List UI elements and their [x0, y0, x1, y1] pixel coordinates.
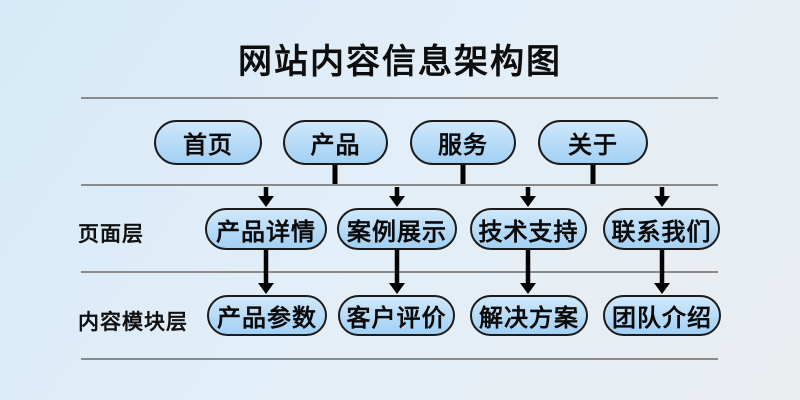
- node-services: 服务: [410, 120, 516, 165]
- node-label: 案例展示: [347, 218, 447, 246]
- node-label: 关于: [568, 132, 618, 159]
- node-solutions: 解决方案: [470, 295, 588, 336]
- node-label: 技术支持: [478, 218, 579, 246]
- node-contact-us: 联系我们: [603, 208, 720, 250]
- node-product-params: 产品参数: [207, 295, 327, 336]
- node-label: 团队介绍: [612, 305, 712, 332]
- separator-line-bottom: [81, 358, 718, 360]
- node-case-showcase: 案例展示: [337, 208, 457, 250]
- separator-line-pages-modules: [81, 271, 718, 273]
- node-label: 产品: [310, 132, 361, 159]
- node-label: 解决方案: [479, 305, 579, 332]
- node-customer-reviews: 客户评价: [338, 295, 455, 336]
- node-label: 客户评价: [346, 305, 447, 332]
- node-team-intro: 团队介绍: [603, 295, 721, 336]
- node-home: 首页: [154, 120, 262, 165]
- node-label: 产品详情: [216, 218, 316, 246]
- node-product-detail: 产品详情: [205, 208, 327, 250]
- node-products: 产品: [283, 120, 388, 165]
- lane-label-pages: 页面层: [78, 223, 144, 246]
- node-label: 服务: [438, 132, 488, 159]
- node-tech-support: 技术支持: [470, 208, 587, 250]
- separator-line-title: [81, 97, 718, 99]
- node-label: 首页: [183, 132, 233, 159]
- lane-label-modules: 内容模块层: [78, 311, 188, 334]
- separator-line-nav-pages: [81, 184, 718, 186]
- node-label: 产品参数: [217, 305, 317, 332]
- node-label: 联系我们: [611, 218, 712, 246]
- diagram-title: 网站内容信息架构图: [238, 43, 562, 81]
- node-about: 关于: [538, 120, 648, 165]
